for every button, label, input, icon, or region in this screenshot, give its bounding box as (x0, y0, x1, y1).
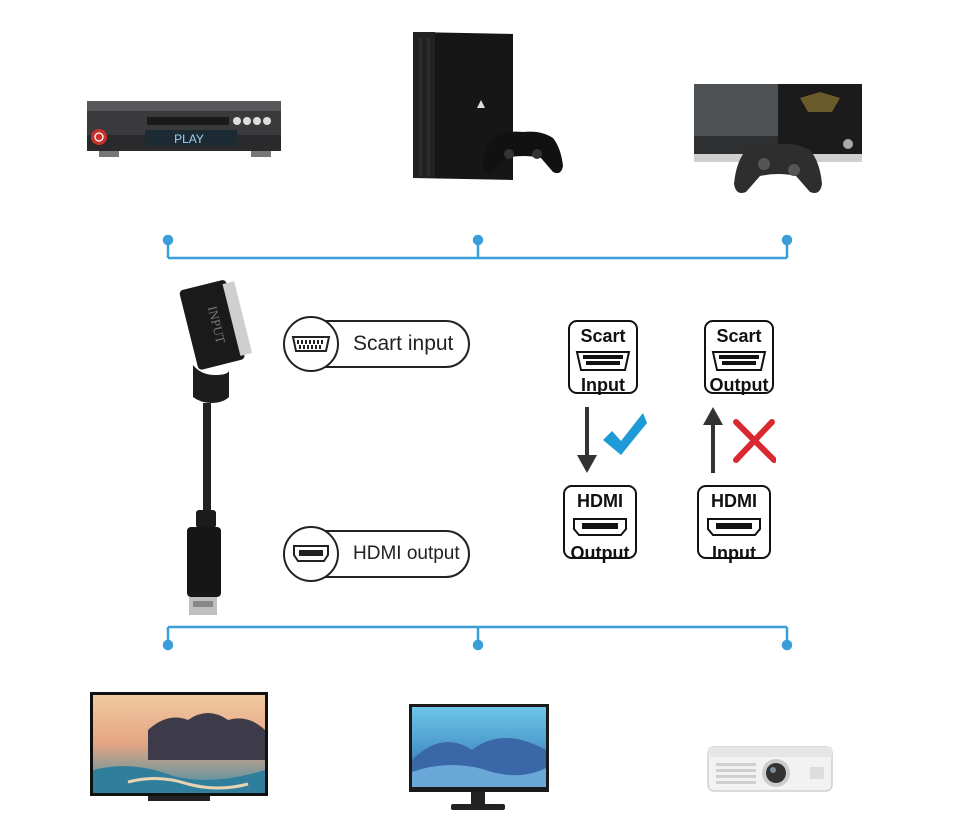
hdmi-port-icon (283, 526, 339, 582)
dvd-player-image: PLAY (87, 101, 281, 157)
scart-hdmi-cable-image: INPUT (179, 280, 253, 615)
scart-port-icon (711, 351, 767, 371)
xbox-console-image (694, 84, 862, 193)
tv-image (90, 692, 268, 801)
monitor-image (409, 704, 549, 810)
invalid-hdmi-box: HDMI Input (697, 485, 771, 563)
valid-scart-sub: Input (581, 375, 625, 395)
invalid-hdmi-sub: Input (712, 543, 756, 563)
valid-hdmi-sub: Output (570, 543, 630, 563)
cross-icon (733, 419, 776, 463)
valid-scart-title: Scart (580, 326, 626, 346)
player-display-text: PLAY (174, 132, 204, 146)
scart-port-icon (283, 316, 339, 372)
hdmi-port-icon (573, 518, 627, 536)
scart-input-label: Scart input (353, 332, 454, 355)
hdmi-output-callout: HDMI output (283, 526, 470, 582)
invalid-hdmi-title: HDMI (711, 491, 757, 511)
down-arrow-icon (577, 407, 597, 473)
invalid-scart-title: Scart (716, 326, 762, 346)
hdmi-output-label: HDMI output (353, 543, 460, 564)
up-arrow-icon (703, 407, 723, 473)
playstation-console-image (413, 32, 563, 180)
invalid-scart-box: Scart Output (704, 320, 774, 395)
hdmi-port-icon (707, 518, 761, 536)
valid-hdmi-title: HDMI (577, 491, 623, 511)
scart-port-icon (575, 351, 631, 371)
valid-hdmi-box: HDMI Output (563, 485, 637, 563)
scart-input-callout: Scart input (283, 316, 470, 372)
projector-image (707, 746, 833, 792)
invalid-scart-sub: Output (709, 375, 769, 395)
check-icon (603, 413, 647, 455)
valid-scart-box: Scart Input (568, 320, 638, 395)
